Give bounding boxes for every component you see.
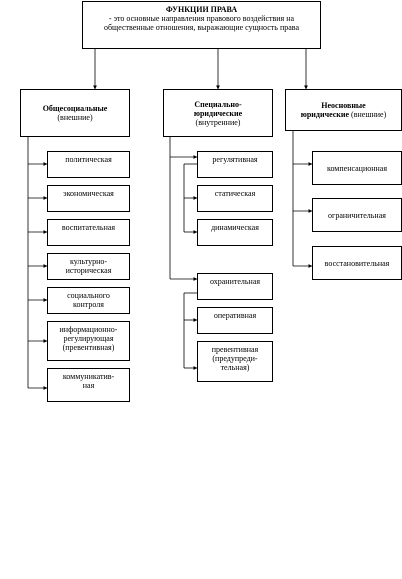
function-operational: оперативная xyxy=(197,307,273,334)
function-communicative: коммуникатив- ная xyxy=(47,368,130,402)
function-educational: воспитательная xyxy=(47,219,130,246)
special-legal-subtitle: (внутренние) xyxy=(195,117,241,127)
function-label: превентивная xyxy=(211,345,259,354)
special-legal-title-line1: Специально- xyxy=(194,99,242,109)
header-box: ФУНКЦИИ ПРАВА - это основные направления… xyxy=(82,1,321,49)
function-label: регулятивная xyxy=(212,155,258,164)
function-label: динамическая xyxy=(211,223,259,232)
function-regulatory: регулятивная xyxy=(197,151,273,178)
function-label: восстановительная xyxy=(324,258,390,268)
function-label: оперативная xyxy=(213,311,257,320)
function-label: (превентивная) xyxy=(62,343,115,352)
function-restrictive: ограничительная xyxy=(312,198,402,232)
function-informational-regulatory: информационно- регулирующая (превентивна… xyxy=(47,321,130,361)
function-label: воспитательная xyxy=(61,223,116,232)
function-protective: охранительная xyxy=(197,273,273,300)
special-legal-box: Специально- юридические (внутренние) xyxy=(163,89,273,137)
non-basic-subtitle: (внешние) xyxy=(349,110,387,119)
function-compensatory: компенсационная xyxy=(312,151,402,185)
function-economic: экономическая xyxy=(47,185,130,212)
function-label: коммуникатив- xyxy=(62,372,115,381)
header-definition-line1: - это основные направления правового воз… xyxy=(108,14,295,23)
non-basic-title-line1: Неосновные xyxy=(321,101,366,110)
non-basic-title-line2: юридические xyxy=(300,110,350,119)
function-label: компенсационная xyxy=(326,163,388,173)
function-label: регулирующая xyxy=(63,334,114,343)
function-restorative: восстановительная xyxy=(312,246,402,280)
page-title: ФУНКЦИИ ПРАВА xyxy=(165,5,238,14)
function-political: политическая xyxy=(47,151,130,178)
special-legal-title-line2: юридические xyxy=(193,108,243,118)
general-social-box: Общесоциальные (внешние) xyxy=(20,89,130,137)
function-label: ограничительная xyxy=(328,210,386,220)
function-cultural-historical: культурно- историческая xyxy=(47,253,130,280)
function-label: политическая xyxy=(65,155,112,164)
general-social-title: Общесоциальные xyxy=(42,104,108,113)
function-label: (предупреди- xyxy=(212,354,258,363)
function-social-control: социального контроля xyxy=(47,287,130,314)
header-definition-line2: общественные отношения, выражающие сущно… xyxy=(103,23,299,32)
general-social-subtitle: (внешние) xyxy=(57,113,93,122)
function-label: социального xyxy=(67,291,110,300)
function-label: статическая xyxy=(214,189,256,198)
function-static: статическая xyxy=(197,185,273,212)
function-label: тельная) xyxy=(220,363,250,372)
function-preventive: превентивная (предупреди- тельная) xyxy=(197,341,273,382)
non-basic-legal-box: Неосновные юридические (внешние) xyxy=(285,89,402,131)
function-label: ная xyxy=(82,381,95,390)
function-label: историческая xyxy=(65,266,112,275)
function-label: информационно- xyxy=(59,325,118,334)
function-label: контроля xyxy=(73,300,104,309)
function-dynamic: динамическая xyxy=(197,219,273,246)
function-label: экономическая xyxy=(63,189,114,198)
function-label: охранительная xyxy=(209,277,261,286)
function-label: культурно- xyxy=(69,257,108,266)
